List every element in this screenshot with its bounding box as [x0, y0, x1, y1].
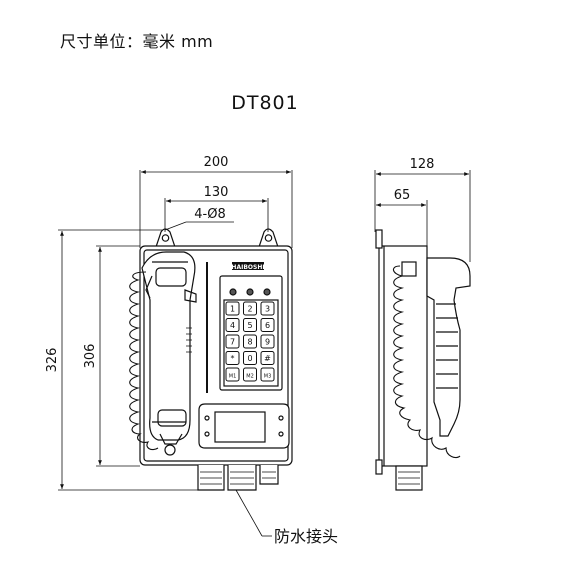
keypad-key-label: M1: [229, 374, 237, 380]
handset-side: [426, 257, 471, 437]
dim-body-height: 306: [83, 344, 98, 369]
model-title: DT801: [231, 92, 299, 114]
keypad-key: [225, 334, 240, 349]
dim-hole-span: 130: [204, 185, 229, 200]
brand-text: HAIBOSHI: [231, 264, 264, 271]
front-view: [129, 228, 293, 491]
keypad-key: [225, 318, 240, 332]
dim-side-depth: 128: [410, 157, 435, 172]
waterproof-glands: [197, 465, 279, 491]
keypad-key: [243, 301, 257, 316]
keypad-key: [225, 301, 240, 316]
side-housing: [378, 245, 428, 467]
keypad-key-label: 6: [265, 321, 270, 330]
unit-label: 尺寸单位：毫米 mm: [60, 32, 214, 51]
display-window: [198, 403, 290, 449]
dim-total-height: 326: [45, 348, 60, 373]
keypad-key-label: 2: [247, 305, 252, 314]
dim-front-width: 200: [204, 155, 229, 170]
mounting-ear-right: [258, 228, 279, 248]
keypad-key-label: *: [231, 354, 235, 363]
keypad-key-label: M3: [264, 374, 272, 380]
brand-plate: [232, 262, 264, 270]
dimensions: [58, 170, 471, 537]
dim-hole-diameter: 4-Ø8: [194, 207, 225, 222]
keypad-key: [243, 351, 257, 365]
keypad-key: [260, 367, 275, 382]
keypad-key: [260, 301, 275, 316]
coiled-cord: [129, 271, 159, 451]
keypad-key: [260, 318, 275, 332]
keypad-key-label: 1: [230, 305, 235, 314]
keypad-key: [243, 334, 257, 349]
keypad-key-label: M2: [246, 374, 254, 380]
waterproof-connector-label: 防水接头: [274, 527, 338, 546]
mounting-ear-left: [155, 228, 176, 248]
keypad-key-label: 7: [230, 338, 235, 347]
keypad-key-label: 8: [247, 338, 252, 347]
keypad-key-label: 5: [247, 321, 252, 330]
handset: [141, 251, 197, 441]
keypad-key-label: 9: [265, 338, 270, 347]
keypad-key-label: #: [264, 354, 271, 363]
keypad-key-label: 3: [265, 305, 270, 314]
keypad-key-label: 0: [247, 354, 252, 363]
keypad-key: [225, 367, 240, 382]
keypad-key: [225, 351, 240, 365]
dim-side-offset: 65: [394, 188, 411, 203]
keypad-key-label: 4: [230, 321, 235, 330]
keypad-key: [243, 367, 257, 382]
keypad-key: [260, 351, 275, 365]
side-view: [375, 229, 471, 491]
keypad-key: [243, 318, 257, 332]
keypad-key: [260, 334, 275, 349]
keypad-keys: 1 2 3 4 5 6 7 8 9 * 0 # M1 M2 M3: [225, 301, 275, 382]
